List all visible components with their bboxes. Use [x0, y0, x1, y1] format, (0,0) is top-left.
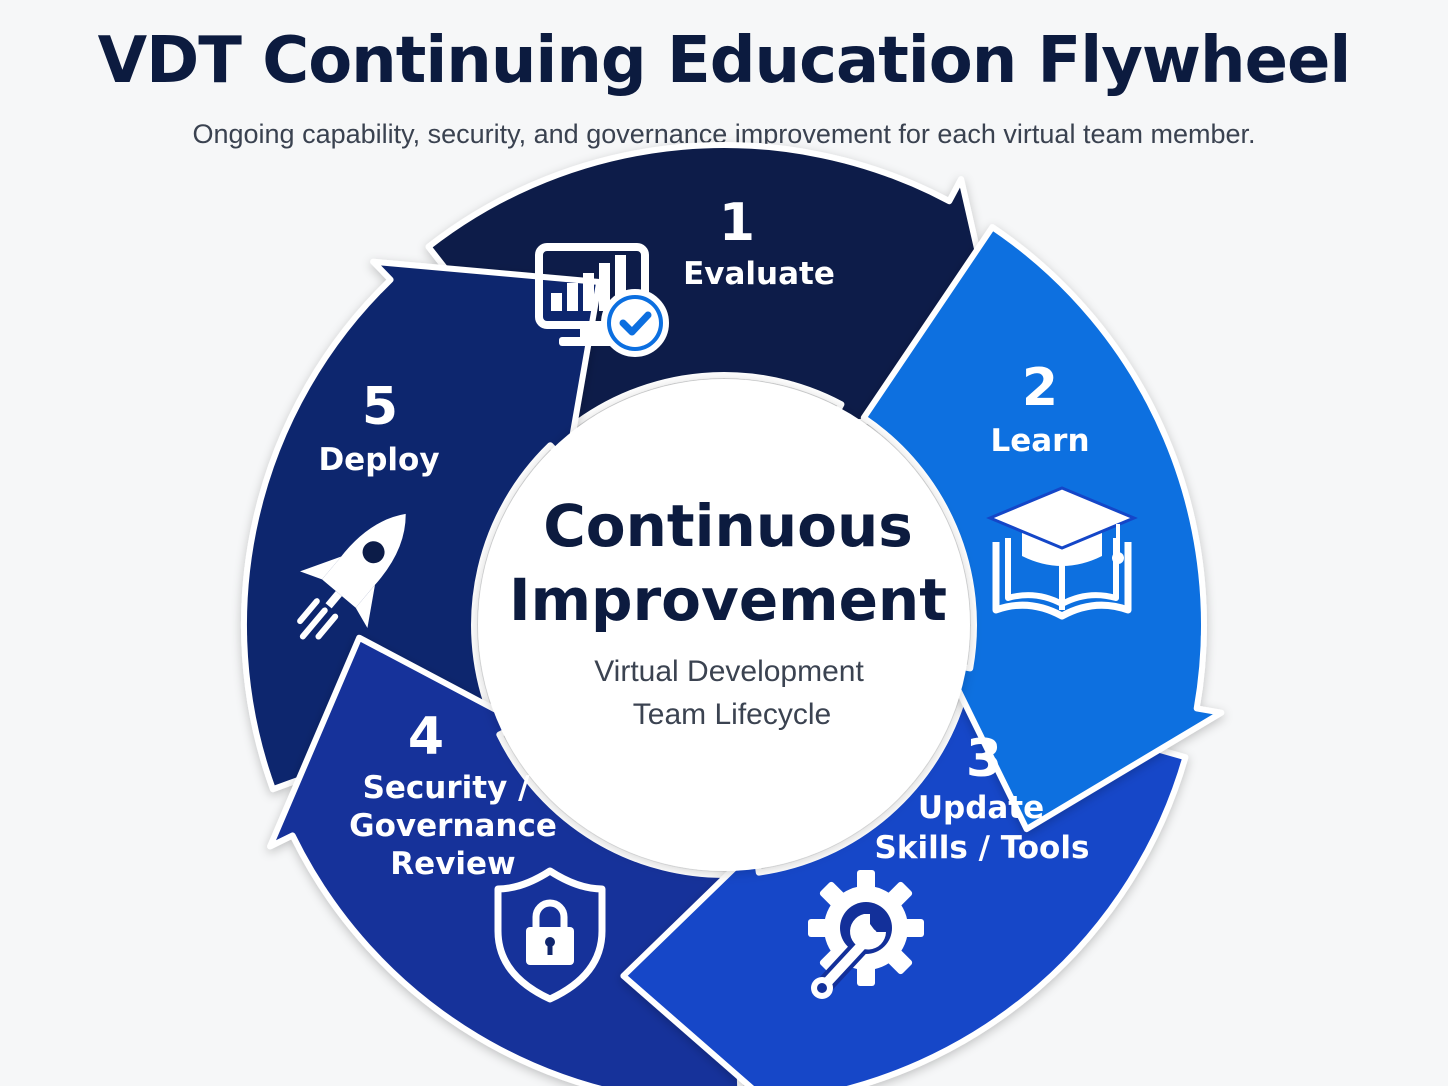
stage-4-segment — [241, 258, 603, 793]
stage-4-label-line-1: Security / — [363, 770, 531, 806]
hub-subtitle-line-2: Team Lifecycle — [633, 698, 831, 731]
hub-title-line-1: Continuous — [543, 492, 913, 560]
stage-4-label-line-3: Review — [390, 846, 515, 882]
monitor-chart-check-icon — [535, 243, 669, 357]
page-title: VDT Continuing Education Flywheel — [97, 24, 1352, 98]
stage-2-label: Learn — [990, 423, 1089, 459]
stage-2-number: 2 — [1022, 358, 1058, 418]
stage-3-number: 3 — [966, 729, 1002, 789]
stage-4-label-line-2: Governance — [349, 808, 557, 844]
gear-wrench-icon — [808, 870, 924, 999]
hub-title-line-2: Improvement — [509, 566, 947, 634]
stage-4-number: 4 — [408, 707, 444, 767]
hub-circle — [478, 379, 970, 871]
stage-5-number: 5 — [362, 377, 398, 437]
stage-3-label-line-2: Skills / Tools — [875, 830, 1090, 866]
shield-lock-icon — [494, 867, 606, 1003]
graduation-cap-book-icon — [986, 486, 1138, 620]
stage-5-label: Deploy — [318, 442, 439, 478]
stage-1-number: 1 — [719, 193, 755, 253]
rocket-icon — [297, 513, 406, 640]
hub-subtitle-line-1: Virtual Development — [594, 655, 864, 688]
stage-3-label-line-1: Update — [918, 790, 1044, 826]
stage-1-label: Evaluate — [683, 256, 835, 292]
